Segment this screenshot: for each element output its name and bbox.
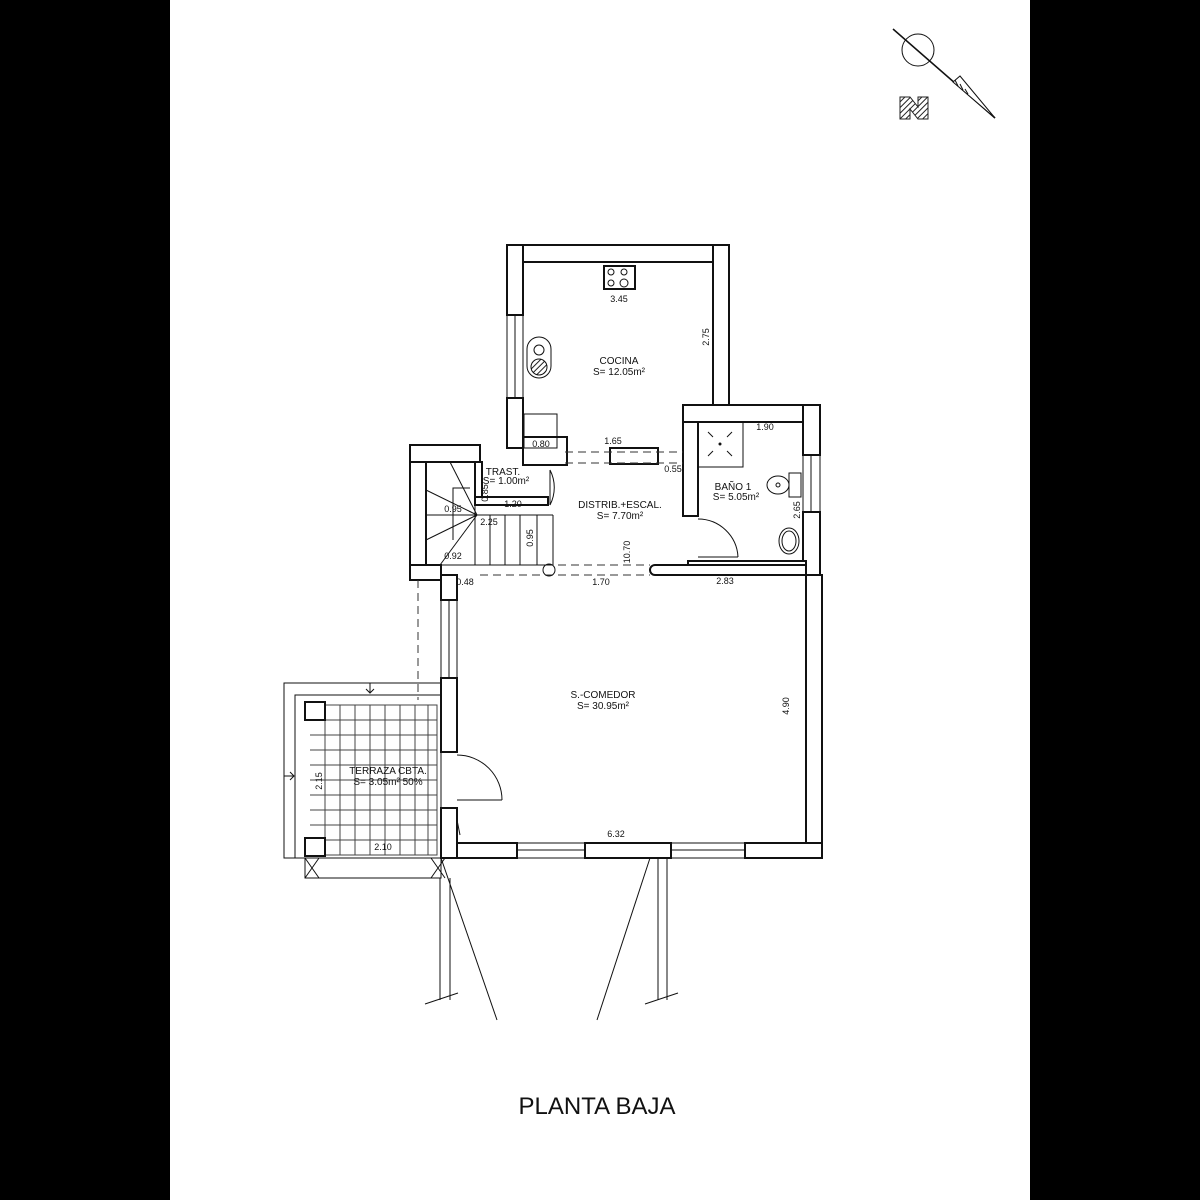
stove-icon <box>603 265 636 290</box>
plan-title: PLANTA BAJA <box>519 1093 676 1120</box>
room-name-distrib: DISTRIB.+ESCAL. <box>578 500 662 511</box>
exterior-lines <box>424 857 679 1021</box>
dim-counter: 0.80 <box>532 439 550 449</box>
toilet-icon <box>766 472 802 498</box>
room-area-terraza: S= 3.05m² 50% <box>353 777 422 788</box>
fixtures <box>523 265 802 555</box>
dim-trast-height: 0.85 <box>480 484 490 502</box>
room-area-cocina: S= 12.05m² <box>593 367 646 378</box>
room-name-comedor: S.-COMEDOR <box>571 690 636 701</box>
windows <box>440 314 821 859</box>
dim-283: 2.83 <box>716 576 734 586</box>
sink-icon <box>526 336 552 379</box>
dim-stair-225: 2.25 <box>480 517 498 527</box>
dimension-labels: 3.45 2.75 0.80 1.65 0.55 1.90 2.65 0.85 … <box>314 294 802 852</box>
drawing-sheet <box>170 0 1030 1200</box>
room-name-cocina: COCINA <box>600 356 639 367</box>
dim-hall-1070: 10.70 <box>622 541 632 564</box>
stairs-and-openings <box>417 451 683 700</box>
shower-icon <box>697 421 744 468</box>
dim-trast-width: 1.20 <box>504 499 522 509</box>
dim-055: 0.55 <box>664 464 682 474</box>
room-name-bano: BAÑO 1 <box>715 480 752 493</box>
appliance-icon <box>523 413 558 449</box>
washbasin-icon <box>778 527 800 555</box>
room-area-comedor: S= 30.95m² <box>577 701 630 712</box>
dim-bano-depth: 2.65 <box>792 501 802 519</box>
dim-cocina-depth: 2.75 <box>701 328 711 346</box>
dim-terraza-width: 2.10 <box>374 842 392 852</box>
dim-opening-170: 1.70 <box>592 577 610 587</box>
doors <box>456 469 739 836</box>
dim-stair-095a: 0.95 <box>444 504 462 514</box>
room-area-distrib: S= 7.70m² <box>597 511 644 522</box>
dim-stair-092: 0.92 <box>444 551 462 561</box>
dim-stair-095b: 0.95 <box>525 529 535 547</box>
room-name-terraza: TERRAZA CBTA. <box>349 766 427 777</box>
dim-cocina-width: 3.45 <box>610 294 628 304</box>
room-name-trast: TRAST. <box>486 467 520 478</box>
dim-048: 0.48 <box>456 577 474 587</box>
dim-comedor-width: 6.32 <box>607 829 625 839</box>
room-labels: COCINA S= 12.05m² TRAST. S= 1.00m² DISTR… <box>349 356 760 788</box>
dim-bano-width: 1.90 <box>756 422 774 432</box>
room-area-trast: S= 1.00m² <box>483 476 530 487</box>
walls <box>409 244 823 859</box>
dim-passage: 1.65 <box>604 436 622 446</box>
dim-terraza-depth: 2.15 <box>314 772 324 790</box>
dim-comedor-depth: 4.90 <box>781 697 791 715</box>
terrace <box>283 682 446 879</box>
north-arrow-icon <box>892 28 996 120</box>
room-area-bano: S= 5.05m² <box>713 492 760 503</box>
